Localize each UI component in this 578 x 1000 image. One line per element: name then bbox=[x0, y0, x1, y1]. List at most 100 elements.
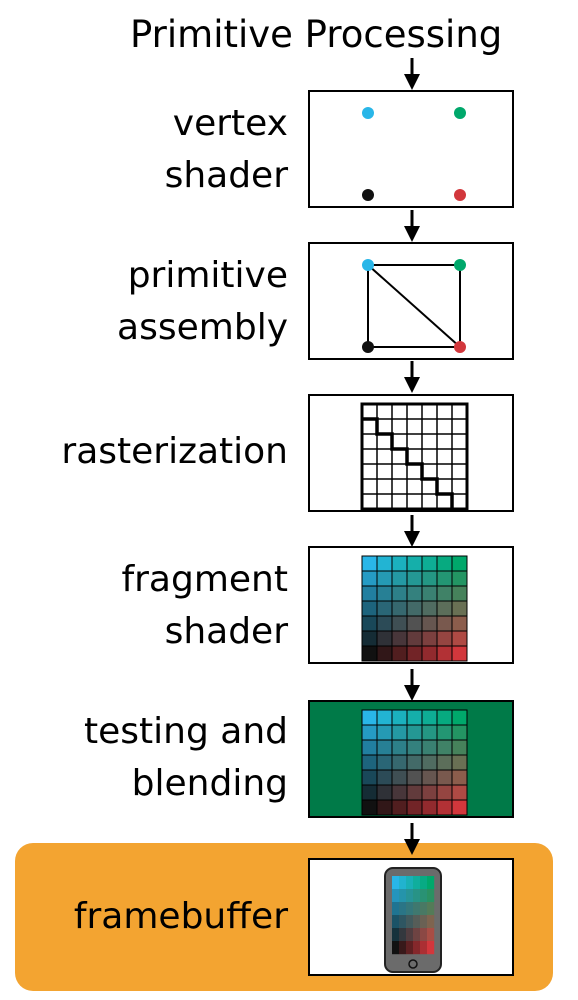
screen-pixel bbox=[413, 902, 421, 916]
stage-label-framebuffer: framebuffer bbox=[73, 896, 288, 937]
stage-label-rasterization: rasterization bbox=[61, 431, 288, 472]
color-cell bbox=[406, 724, 423, 741]
vertex-point-bottom-right bbox=[454, 341, 466, 353]
screen-pixel bbox=[406, 902, 414, 916]
screen-pixel bbox=[399, 928, 407, 942]
color-cell bbox=[451, 645, 468, 662]
screen-pixel bbox=[406, 889, 414, 903]
screen-pixel bbox=[406, 941, 414, 955]
color-cell bbox=[451, 630, 468, 647]
arrow-down-icon bbox=[404, 823, 420, 855]
blended-color-grid-icon bbox=[361, 709, 468, 816]
color-cell bbox=[376, 724, 393, 741]
color-cell bbox=[436, 769, 453, 786]
color-cell bbox=[361, 555, 378, 572]
color-cell bbox=[376, 739, 393, 756]
color-cell bbox=[436, 709, 453, 726]
screen-pixel bbox=[406, 876, 414, 890]
color-cell bbox=[406, 769, 423, 786]
color-cell bbox=[451, 600, 468, 617]
color-cell bbox=[361, 799, 378, 816]
color-cell bbox=[421, 600, 438, 617]
color-cell bbox=[421, 769, 438, 786]
color-cell bbox=[376, 615, 393, 632]
framebuffer-box bbox=[308, 858, 514, 976]
color-cell bbox=[421, 555, 438, 572]
color-cell bbox=[436, 630, 453, 647]
color-cell bbox=[376, 799, 393, 816]
screen-pixel bbox=[427, 915, 435, 929]
screen-pixel bbox=[392, 889, 400, 903]
color-cell bbox=[391, 570, 408, 587]
screen-pixel bbox=[399, 941, 407, 955]
color-cell bbox=[376, 630, 393, 647]
color-cell bbox=[376, 555, 393, 572]
vertex-point-top-left bbox=[362, 259, 374, 271]
arrow-down-icon bbox=[404, 210, 420, 242]
screen-pixel bbox=[392, 902, 400, 916]
vertex-point-bottom-left bbox=[362, 189, 374, 201]
screen-pixel bbox=[406, 928, 414, 942]
color-cell bbox=[436, 615, 453, 632]
color-cell bbox=[451, 555, 468, 572]
color-cell bbox=[421, 709, 438, 726]
color-cell bbox=[361, 769, 378, 786]
color-cell bbox=[361, 739, 378, 756]
fragment-shader-box bbox=[308, 546, 514, 664]
screen-pixel bbox=[427, 889, 435, 903]
color-cell bbox=[451, 570, 468, 587]
screen-pixel bbox=[392, 876, 400, 890]
screen-pixel bbox=[413, 941, 421, 955]
color-cell bbox=[391, 769, 408, 786]
color-cell bbox=[436, 645, 453, 662]
color-cell bbox=[451, 769, 468, 786]
color-cell bbox=[391, 615, 408, 632]
screen-pixel bbox=[427, 876, 435, 890]
color-cell bbox=[451, 799, 468, 816]
color-cell bbox=[451, 724, 468, 741]
color-cell bbox=[451, 585, 468, 602]
color-cell bbox=[436, 555, 453, 572]
color-cell bbox=[361, 754, 378, 771]
screen-pixel bbox=[399, 902, 407, 916]
color-cell bbox=[391, 799, 408, 816]
color-cell bbox=[451, 784, 468, 801]
color-cell bbox=[436, 739, 453, 756]
color-cell bbox=[406, 570, 423, 587]
color-cell bbox=[421, 615, 438, 632]
color-cell bbox=[376, 585, 393, 602]
color-cell bbox=[406, 709, 423, 726]
fragment-color-grid-icon bbox=[361, 555, 468, 662]
color-cell bbox=[391, 724, 408, 741]
screen-pixel bbox=[413, 928, 421, 942]
color-cell bbox=[406, 784, 423, 801]
screen-pixel bbox=[406, 915, 414, 929]
screen-pixel bbox=[420, 889, 428, 903]
color-cell bbox=[376, 600, 393, 617]
color-cell bbox=[421, 754, 438, 771]
screen-pixel bbox=[399, 915, 407, 929]
color-cell bbox=[376, 645, 393, 662]
vertex-point-top-right bbox=[454, 259, 466, 271]
color-cell bbox=[376, 769, 393, 786]
color-cell bbox=[421, 585, 438, 602]
primitive-assembly-box bbox=[308, 242, 514, 360]
color-cell bbox=[406, 600, 423, 617]
screen-pixel bbox=[427, 941, 435, 955]
color-cell bbox=[421, 724, 438, 741]
color-cell bbox=[421, 645, 438, 662]
vertex-point-top-left bbox=[362, 107, 374, 119]
color-cell bbox=[391, 555, 408, 572]
screen-pixel bbox=[420, 902, 428, 916]
color-cell bbox=[406, 555, 423, 572]
testing-blending-box bbox=[308, 700, 514, 818]
color-cell bbox=[361, 724, 378, 741]
screen-pixel bbox=[420, 941, 428, 955]
color-cell bbox=[361, 570, 378, 587]
screen-pixel bbox=[413, 876, 421, 890]
color-cell bbox=[421, 630, 438, 647]
color-cell bbox=[451, 709, 468, 726]
color-cell bbox=[451, 739, 468, 756]
screen-pixel bbox=[420, 928, 428, 942]
